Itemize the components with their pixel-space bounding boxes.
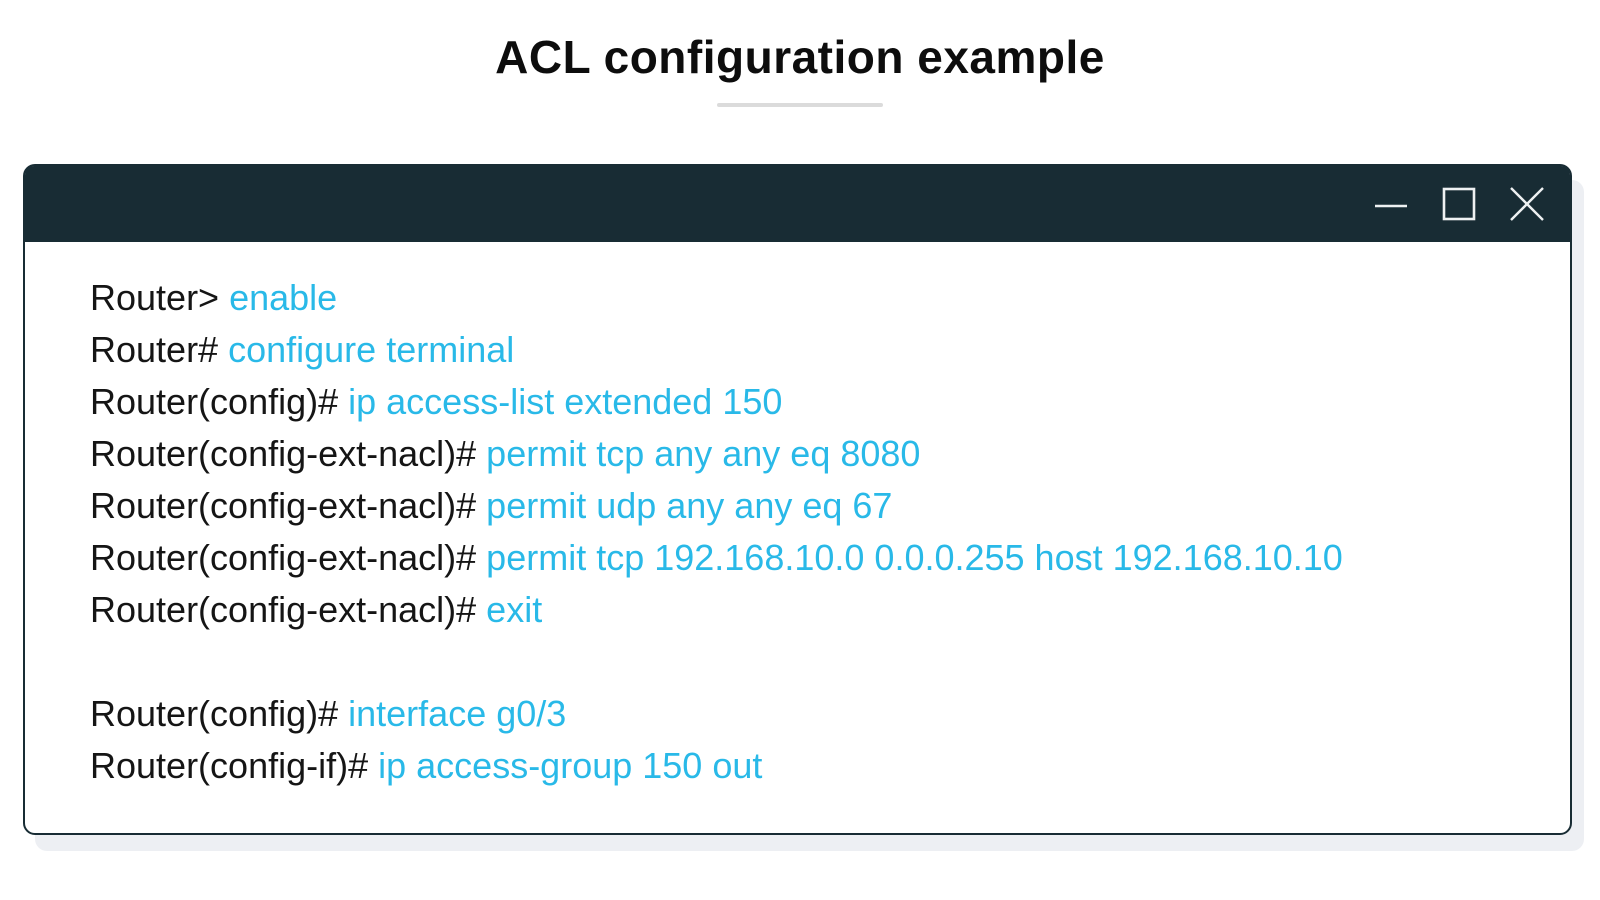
close-icon bbox=[1509, 186, 1545, 222]
terminal-line: Router(config-ext-nacl)# permit tcp any … bbox=[90, 428, 1530, 480]
prompt-text: Router(config-ext-nacl)# bbox=[90, 537, 477, 578]
terminal-line: Router(config-if)# ip access-group 150 o… bbox=[90, 740, 1530, 792]
prompt-text: Router# bbox=[90, 329, 219, 370]
page-header: ACL configuration example bbox=[0, 0, 1600, 108]
maximize-button[interactable] bbox=[1440, 185, 1478, 223]
prompt-text: Router(config-if)# bbox=[90, 745, 369, 786]
command-text: permit udp any any eq 67 bbox=[486, 485, 893, 526]
command-text: ip access-group 150 out bbox=[378, 745, 763, 786]
command-text: exit bbox=[486, 589, 543, 630]
terminal-line: Router(config-ext-nacl)# permit udp any … bbox=[90, 480, 1530, 532]
prompt-text: Router(config)# bbox=[90, 693, 339, 734]
terminal-line: Router# configure terminal bbox=[90, 324, 1530, 376]
terminal-line bbox=[90, 636, 1530, 688]
close-button[interactable] bbox=[1508, 185, 1546, 223]
command-text: ip access-list extended 150 bbox=[348, 381, 783, 422]
minimize-icon bbox=[1373, 186, 1409, 222]
terminal-line: Router(config)# interface g0/3 bbox=[90, 688, 1530, 740]
command-text: enable bbox=[229, 277, 338, 318]
command-text: permit tcp 192.168.10.0 0.0.0.255 host 1… bbox=[486, 537, 1343, 578]
command-text: permit tcp any any eq 8080 bbox=[486, 433, 921, 474]
maximize-icon bbox=[1441, 186, 1477, 222]
terminal-line: Router> enable bbox=[90, 272, 1530, 324]
minimize-button[interactable] bbox=[1372, 185, 1410, 223]
prompt-text: Router(config-ext-nacl)# bbox=[90, 433, 477, 474]
prompt-text: Router> bbox=[90, 277, 220, 318]
terminal-line: Router(config-ext-nacl)# exit bbox=[90, 584, 1530, 636]
terminal-line: Router(config-ext-nacl)# permit tcp 192.… bbox=[90, 532, 1530, 584]
prompt-text: Router(config-ext-nacl)# bbox=[90, 485, 477, 526]
title-divider bbox=[717, 103, 883, 108]
prompt-text: Router(config)# bbox=[90, 381, 339, 422]
terminal-line: Router(config)# ip access-list extended … bbox=[90, 376, 1530, 428]
prompt-text: Router(config-ext-nacl)# bbox=[90, 589, 477, 630]
page-title: ACL configuration example bbox=[495, 31, 1105, 83]
command-text: interface g0/3 bbox=[348, 693, 567, 734]
window-titlebar bbox=[25, 166, 1570, 242]
command-text: configure terminal bbox=[228, 329, 515, 370]
